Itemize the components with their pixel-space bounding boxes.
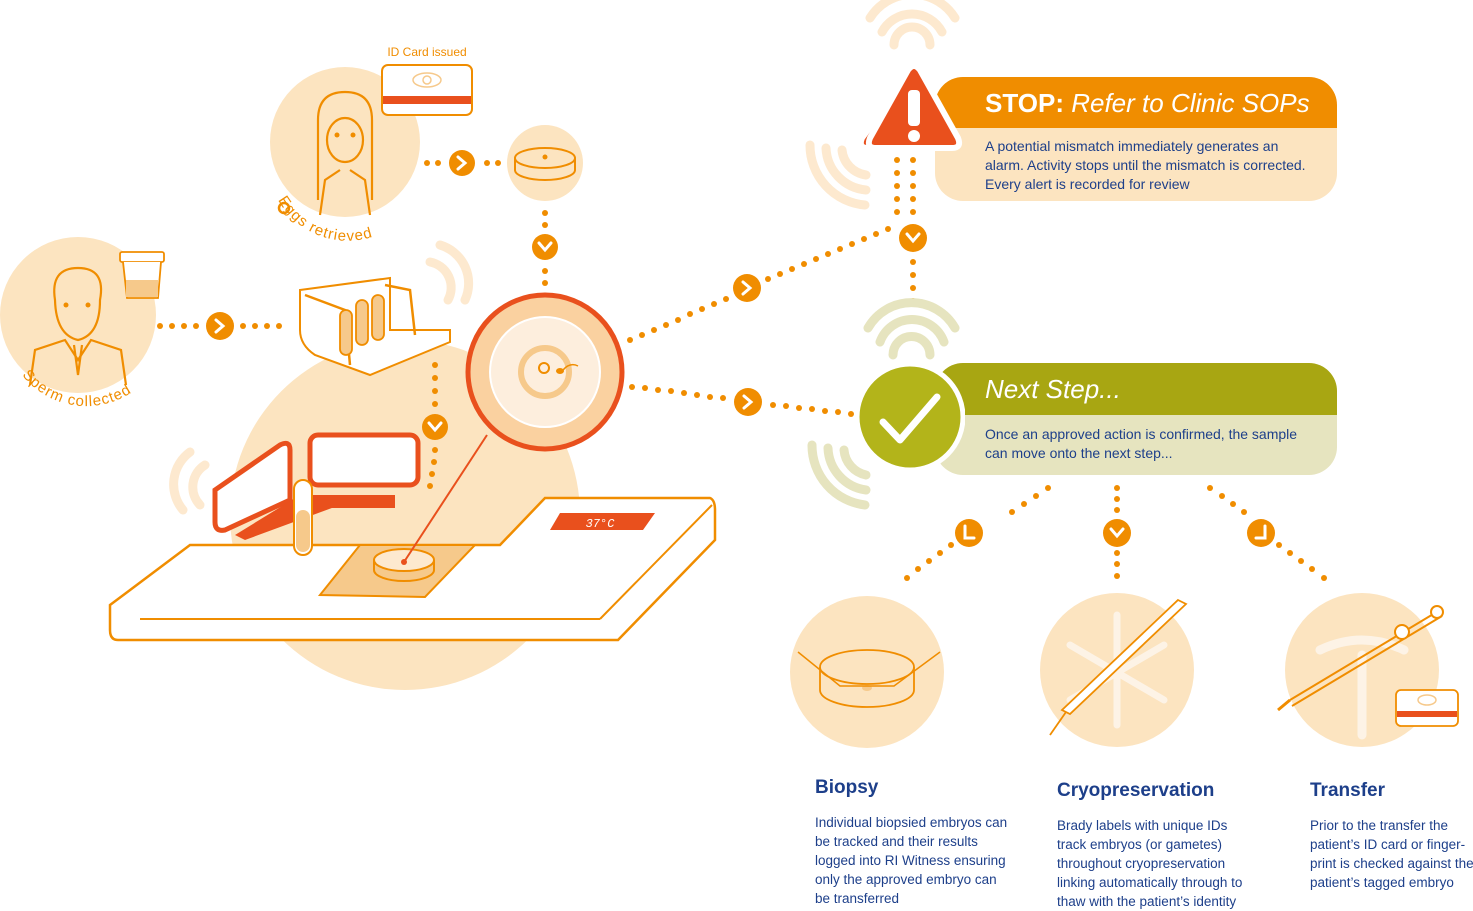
next-step-title: Next Step...	[985, 374, 1121, 404]
next-step-panel-body	[935, 415, 1337, 475]
warning-triangle-icon	[865, 63, 963, 151]
arrow-right-icon	[206, 312, 234, 340]
step-title: Transfer	[1310, 780, 1385, 801]
specimen-cup-icon	[119, 251, 165, 299]
culture-dish-icon	[790, 596, 944, 748]
checkmark-icon	[855, 362, 965, 472]
step-title: Biopsy	[815, 777, 879, 798]
step-text: Individual biopsied embryos can be track…	[815, 815, 1008, 906]
arrow-right-icon	[449, 150, 475, 176]
connector-dots	[542, 210, 548, 286]
connector-dots	[157, 323, 282, 329]
step-title: Cryopreservation	[1057, 780, 1215, 801]
petri-dish-icon	[507, 125, 583, 201]
magnified-fertilization-view	[465, 292, 625, 452]
connector-dots	[424, 160, 501, 166]
id-card-label: ID Card issued	[387, 45, 466, 59]
arrow-down-icon	[422, 414, 448, 440]
arrow-right-icon	[734, 388, 762, 416]
arrow-down-icon	[532, 234, 558, 260]
stop-description: A potential mismatch immediately generat…	[985, 138, 1306, 192]
arrow-down-icon	[1103, 519, 1131, 547]
man-patient-illustration	[0, 237, 156, 393]
arrow-right-icon	[733, 274, 761, 302]
next-step-description: Once an approved action is confirmed, th…	[985, 426, 1298, 461]
connector-dots	[427, 362, 438, 489]
workstation-illustration: 37°C	[108, 432, 717, 642]
arrow-down-icon	[899, 224, 927, 252]
stop-title-italic: Refer to Clinic SOPs	[1071, 88, 1310, 118]
step-biopsy: Biopsy Individual biopsied embryos can b…	[815, 777, 1015, 908]
stop-title-bold: STOP:	[985, 88, 1064, 118]
id-card-icon	[381, 64, 473, 116]
temperature-display: 37°C	[586, 517, 616, 531]
catheter-uterus-icon	[1277, 593, 1459, 747]
step-cryopreservation: Cryopreservation Brady labels with uniqu…	[1057, 780, 1257, 911]
signal-waves-icon	[169, 240, 474, 515]
stop-title: STOP: Refer to Clinic SOPs	[985, 88, 1310, 119]
tube-rack-illustration	[299, 276, 451, 377]
snowflake-straw-icon	[1040, 593, 1194, 747]
step-text: Prior to the transfer the patient’s ID c…	[1310, 818, 1473, 890]
confirmation-waves-icon	[807, 298, 960, 510]
step-text: Brady labels with unique IDs track embry…	[1057, 818, 1243, 909]
arrow-down-left-icon	[955, 519, 983, 547]
arrow-down-right-icon	[1247, 519, 1275, 547]
step-transfer: Transfer Prior to the transfer the patie…	[1310, 780, 1473, 892]
connector-dots	[904, 485, 1327, 581]
stop-panel-header	[935, 77, 1337, 128]
stop-panel-body	[935, 128, 1337, 201]
connector-dots	[627, 157, 916, 417]
next-step-panel-header	[935, 363, 1337, 415]
alarm-waves-icon	[805, 0, 960, 210]
